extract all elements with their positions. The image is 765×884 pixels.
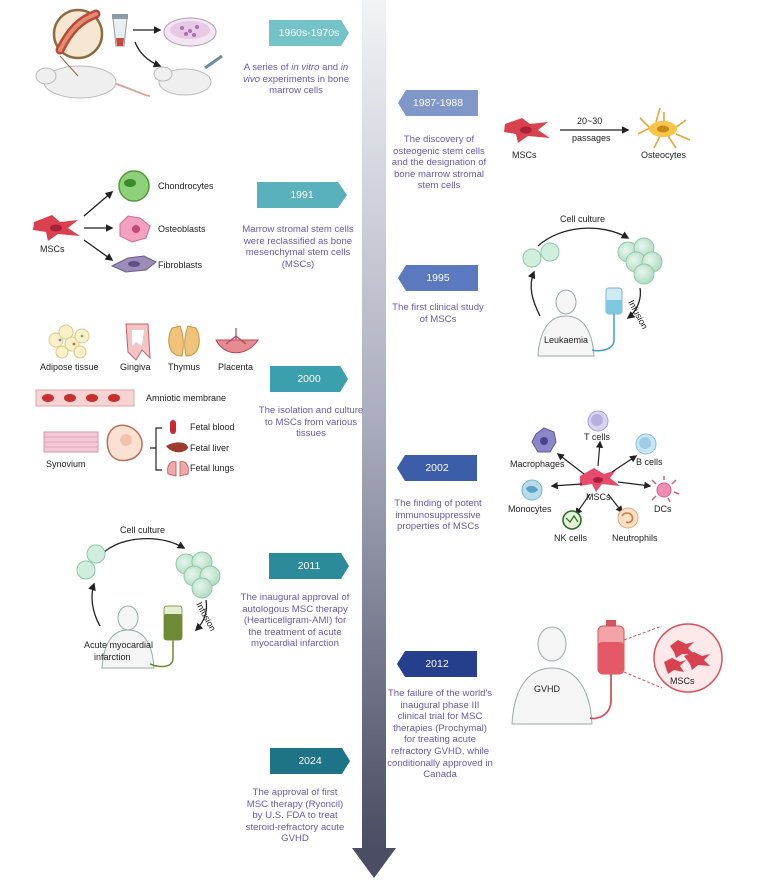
t-cell-icon: [587, 410, 609, 432]
desc-1960s-1970s: A series of in vitro and in vivo experim…: [242, 62, 350, 97]
tag-2012: 2012: [397, 651, 477, 677]
osteoblasts-label: Osteoblasts: [158, 224, 206, 234]
nk-cell-icon: [562, 510, 582, 530]
tag-1960s-1970s: 1960s-1970s: [269, 20, 349, 46]
msc-pair-icon-2011: [76, 544, 106, 580]
desc-2002: The finding of potent immunosuppressive …: [394, 498, 482, 533]
tag-1987-1988: 1987-1988: [398, 90, 478, 116]
tag-2011: 2011: [269, 553, 349, 579]
tag-2024: 2024: [270, 748, 350, 774]
patient-icon-1995: [537, 289, 595, 357]
thymus-icon: [168, 325, 200, 357]
amniotic-membrane-icon: [35, 389, 135, 407]
msc-label-1987: MSCs: [512, 150, 537, 160]
liver-icon: [166, 442, 188, 453]
dcs-label: DCs: [654, 504, 672, 514]
cell-cluster-icon-2011: [175, 551, 221, 599]
blood-bag-icon: [589, 620, 625, 720]
infusion-label-1995: Infusion: [626, 298, 650, 331]
iv-bag-icon-2011: [149, 605, 183, 668]
acute-mi-label-1: Acute myocardial: [84, 640, 153, 650]
chondrocyte-icon: [118, 170, 150, 202]
msc-zoom-circle: [653, 623, 723, 693]
gvhd-label: GVHD: [534, 684, 561, 694]
desc-2024: The approval of first MSC therapy (Ryonc…: [245, 787, 345, 845]
desc-2000: The isolation and culture to MSCs from v…: [258, 405, 364, 440]
desc-2011: The inaugural approval of autologous MSC…: [240, 592, 350, 650]
desc-1995: The first clinical study of MSCs: [392, 302, 484, 325]
t-cells-label: T cells: [584, 432, 610, 442]
osteoblast-icon: [119, 215, 151, 243]
adipose-tissue-icon: [48, 324, 90, 359]
desc-1987-1988: The discovery of osteogenic stem cells a…: [391, 134, 487, 192]
synovium-label: Synovium: [46, 459, 86, 469]
illustration-tissue-sources: Adipose tissue Gingiva Thymus Placenta A…: [35, 323, 259, 477]
cell-culture-label-1995: Cell culture: [560, 214, 605, 224]
chondrocytes-label: Chondrocytes: [158, 181, 214, 191]
fetal-liver-label: Fetal liver: [190, 443, 229, 453]
thymus-label: Thymus: [168, 362, 201, 372]
fetal-blood-label: Fetal blood: [190, 422, 235, 432]
amniotic-membrane-label: Amniotic membrane: [146, 393, 226, 403]
macrophages-label: Macrophages: [510, 459, 565, 469]
placenta-icon: [215, 328, 259, 354]
patient-icon-2012: [511, 626, 593, 725]
dc-icon: [651, 476, 680, 503]
illustration-myocardial-infarction: Cell culture Infusion Acute myocardial i…: [76, 525, 221, 669]
illustration-immunosuppression: MSCs T cells Macrophages B cells: [508, 410, 680, 543]
neutrophil-icon: [617, 507, 639, 529]
monocyte-icon: [521, 479, 543, 501]
fetal-lungs-label: Fetal lungs: [190, 463, 235, 473]
illustration-gvhd: GVHD MSCs: [511, 620, 723, 725]
illustration-msc-differentiation: MSCs Chondrocytes Osteoblasts Fibroblast…: [33, 170, 214, 273]
macrophage-icon: [531, 427, 557, 453]
gingiva-icon: [125, 323, 151, 361]
gingiva-label: Gingiva: [120, 362, 151, 372]
fibroblasts-label: Fibroblasts: [158, 260, 203, 270]
leukaemia-label: Leukaemia: [544, 335, 588, 345]
illustration-bone-marrow-experiments: [35, 8, 223, 99]
iv-bag-icon-1995: [591, 287, 623, 352]
tag-2002: 2002: [397, 455, 477, 481]
mscs-label-2012: MSCs: [670, 676, 695, 686]
tag-2000: 2000: [270, 366, 348, 392]
timeline-axis: [352, 0, 396, 878]
illustration-leukaemia-infusion: Cell culture Infusion Leukaemia: [522, 214, 663, 357]
acute-mi-label-2: infarction: [94, 652, 131, 662]
fibroblast-icon: [110, 255, 157, 273]
illustration-osteocyte-passages: MSCs 20~30 passages Osteocytes: [504, 107, 691, 160]
placenta-label: Placenta: [218, 362, 253, 372]
msc-label-1991: MSCs: [40, 244, 65, 254]
nk-cells-label: NK cells: [554, 533, 588, 543]
desc-1991: Marrow stromal stem cells were reclassif…: [242, 224, 354, 270]
synovium-icon: [43, 431, 99, 453]
neutrophils-label: Neutrophils: [612, 533, 658, 543]
blood-tube-icon: [170, 420, 176, 434]
osteocytes-label: Osteocytes: [641, 150, 687, 160]
msc-label-2002: MSCs: [586, 492, 611, 502]
cell-cluster-icon: [617, 237, 663, 285]
patient-icon-2011: [101, 605, 155, 669]
mscs-pair-icon: [522, 242, 560, 268]
b-cells-label: B cells: [636, 457, 663, 467]
monocytes-label: Monocytes: [508, 504, 552, 514]
b-cell-icon: [635, 433, 657, 455]
passages-word-label: passages: [572, 133, 611, 143]
tag-1995: 1995: [398, 265, 478, 291]
fetus-icon: [106, 424, 143, 462]
adipose-tissue-label: Adipose tissue: [40, 362, 99, 372]
cell-culture-label-2011: Cell culture: [120, 525, 165, 535]
passages-count-label: 20~30: [577, 116, 602, 126]
tag-1991: 1991: [257, 182, 347, 208]
lungs-icon: [167, 461, 189, 477]
osteocyte-icon: [637, 107, 691, 149]
desc-2012: The failure of the world's inaugural pha…: [387, 688, 493, 781]
